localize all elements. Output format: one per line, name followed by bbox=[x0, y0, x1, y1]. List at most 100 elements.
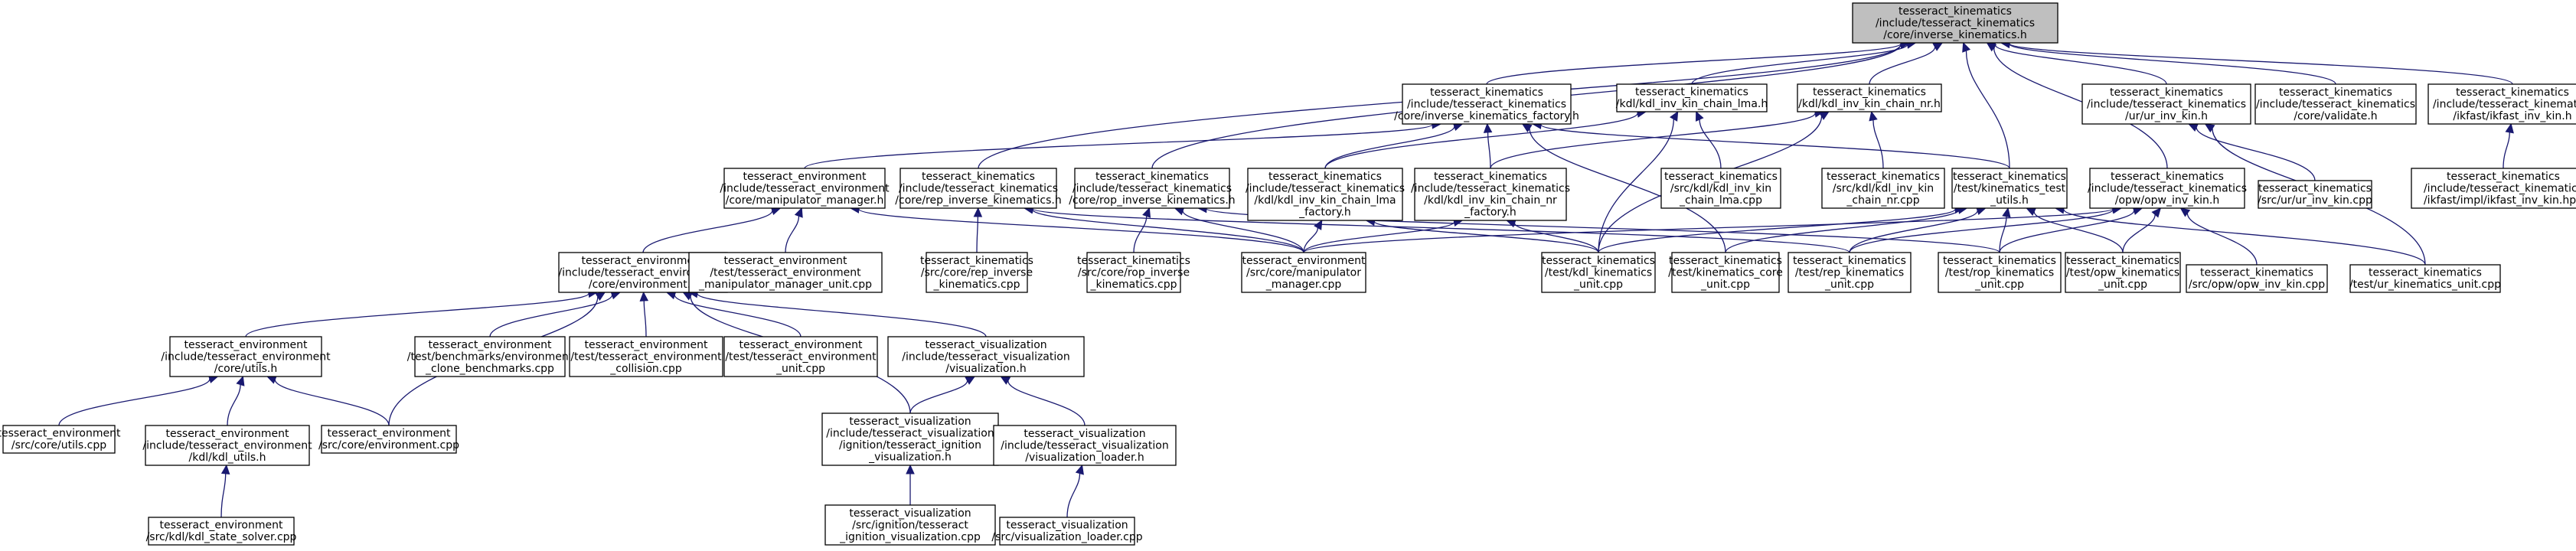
node-label-line: /include/tesseract_kinematics bbox=[1411, 183, 1570, 195]
node-label-line: tesseract_kinematics bbox=[920, 255, 1033, 267]
node-label-line: tesseract_kinematics bbox=[1669, 255, 1782, 267]
node-box bbox=[2427, 83, 2576, 125]
node-label-line: /src/core/manipulator bbox=[1246, 266, 1361, 279]
node-test_utils[interactable]: tesseract_kinematics/test/kinematics_tes… bbox=[1951, 168, 2068, 209]
node-label-line: /include/tesseract_visualization bbox=[826, 428, 994, 440]
node-rop_cpp[interactable]: tesseract_kinematics/src/core/rop_invers… bbox=[1077, 252, 1190, 293]
edge-lma_cpp-to-lma_h bbox=[1696, 110, 1722, 169]
edge-env_unit-to-env_h bbox=[665, 291, 802, 337]
node-ikfast_hpp[interactable]: tesseract_kinematics/include/tesseract_k… bbox=[2411, 168, 2576, 209]
node-label-line: _unit.cpp bbox=[1573, 279, 1623, 291]
node-box bbox=[723, 336, 878, 377]
node-label-line: /src/ur/ur_inv_kin.cpp bbox=[2258, 194, 2372, 207]
node-vis_h[interactable]: tesseract_visualization/include/tesserac… bbox=[887, 336, 1085, 377]
node-label-line: tesseract_kinematics bbox=[1268, 171, 1382, 183]
node-kdl_utils_h[interactable]: tesseract_environment/include/tesseract_… bbox=[142, 425, 312, 466]
node-label-line: /test/kinematics_test bbox=[1954, 182, 2066, 194]
node-lma_h[interactable]: tesseract_kinematics/kdl/kdl_inv_kin_cha… bbox=[1616, 83, 1768, 112]
node-label-line: /kdl/kdl_inv_kin_chain_lma bbox=[1254, 194, 1396, 207]
node-ikf[interactable]: tesseract_kinematics/include/tesseract_k… bbox=[1394, 83, 1579, 125]
node-manip_h[interactable]: tesseract_environment/include/tesseract_… bbox=[720, 168, 890, 209]
node-label-line: /core/rep_inverse_kinematics.h bbox=[895, 194, 1061, 207]
node-label-line: tesseract_environment bbox=[184, 339, 308, 351]
node-box bbox=[1074, 168, 1230, 209]
node-collision_cpp[interactable]: tesseract_environment/test/tesseract_env… bbox=[569, 336, 723, 377]
node-label-line: tesseract_environment bbox=[0, 428, 121, 440]
node-box bbox=[2081, 83, 2251, 125]
node-rep_h[interactable]: tesseract_kinematics/include/tesseract_k… bbox=[895, 168, 1062, 209]
node-label-line: _kinematics.cpp bbox=[933, 279, 1020, 291]
node-ur_unit[interactable]: tesseract_kinematics/test/ur_kinematics_… bbox=[2349, 264, 2501, 293]
edge-rep_cpp-to-rep_h bbox=[973, 207, 983, 253]
node-label-line: /src/core/utils.cpp bbox=[11, 439, 106, 452]
node-root[interactable]: tesseract_kinematics/include/tesseract_k… bbox=[1852, 2, 2059, 44]
node-box bbox=[1541, 252, 1656, 293]
node-label-line: tesseract_kinematics bbox=[1077, 255, 1190, 267]
node-env_cpp[interactable]: tesseract_environment/src/core/environme… bbox=[318, 425, 459, 454]
edge-opw_cpp-to-opw_h bbox=[2179, 207, 2258, 266]
edge-vis_h-to-env_h bbox=[687, 289, 987, 337]
edge-opw_unit-to-opw_h bbox=[2122, 207, 2162, 253]
node-label-line: tesseract_environment bbox=[585, 339, 708, 351]
node-ikfast_h[interactable]: tesseract_kinematics/include/tesseract_k… bbox=[2427, 83, 2576, 125]
node-box bbox=[2349, 264, 2501, 293]
node-label-line: /src/kdl/kdl_state_solver.cpp bbox=[146, 531, 297, 543]
node-label-line: /include/tesseract_kinematics bbox=[1876, 17, 2035, 29]
node-rop_unit[interactable]: tesseract_kinematics/test/rop_kinematics… bbox=[1938, 252, 2062, 293]
node-label-line: _manipulator_manager_unit.cpp bbox=[698, 279, 872, 291]
node-vis_loader_h[interactable]: tesseract_visualization/include/tesserac… bbox=[993, 425, 1177, 466]
node-utils_cpp[interactable]: tesseract_environment/src/core/utils.cpp bbox=[0, 425, 121, 454]
node-label-line: /core/manipulator_manager.h bbox=[726, 194, 884, 207]
node-label-line: tesseract_visualization bbox=[849, 507, 971, 520]
node-label-line: /ikfast/impl/ikfast_inv_kin.hpp bbox=[2424, 194, 2576, 207]
node-label-line: tesseract_kinematics bbox=[1943, 255, 2056, 267]
node-vis_loader_cpp[interactable]: tesseract_visualization/src/visualizatio… bbox=[991, 517, 1143, 546]
node-core_unit[interactable]: tesseract_kinematics/test/kinematics_cor… bbox=[1668, 252, 1783, 293]
node-ign_h[interactable]: tesseract_visualization/include/tesserac… bbox=[821, 412, 999, 466]
node-manip_cpp[interactable]: tesseract_environment/src/core/manipulat… bbox=[1241, 252, 1366, 293]
node-opw_unit[interactable]: tesseract_kinematics/test/opw_kinematics… bbox=[2065, 252, 2181, 293]
node-label-line: /core/utils.h bbox=[214, 363, 278, 375]
node-label-line: tesseract_kinematics bbox=[2258, 183, 2372, 195]
node-label-line: /ur/ur_inv_kin.h bbox=[2125, 110, 2208, 122]
node-lma_factory[interactable]: tesseract_kinematics/include/tesseract_k… bbox=[1246, 168, 1405, 221]
node-label-line: /include/tesseract_kinematics bbox=[1073, 182, 1232, 194]
node-label-line: /include/tesseract_kinematics bbox=[1246, 183, 1405, 195]
node-ur_h[interactable]: tesseract_kinematics/include/tesseract_k… bbox=[2081, 83, 2251, 125]
node-label-line: /opw/opw_inv_kin.h bbox=[2115, 194, 2219, 207]
node-label-line: /kdl/kdl_inv_kin_chain_lma.h bbox=[1616, 98, 1768, 110]
node-lma_cpp[interactable]: tesseract_kinematics/src/kdl/kdl_inv_kin… bbox=[1660, 168, 1781, 209]
node-validate[interactable]: tesseract_kinematics/include/tesseract_k… bbox=[2254, 83, 2417, 125]
node-label-line: /include/tesseract_kinematics bbox=[899, 182, 1058, 194]
node-clone_bench[interactable]: tesseract_environment/test/benchmarks/en… bbox=[407, 336, 573, 377]
node-state_solver[interactable]: tesseract_environment/src/kdl/kdl_state_… bbox=[146, 517, 297, 546]
node-nr_factory[interactable]: tesseract_kinematics/include/tesseract_k… bbox=[1411, 168, 1570, 221]
node-utils_h[interactable]: tesseract_environment/include/tesseract_… bbox=[161, 336, 331, 377]
node-label-line: _factory.h bbox=[1464, 207, 1517, 219]
node-opw_h[interactable]: tesseract_kinematics/include/tesseract_k… bbox=[2088, 168, 2247, 209]
node-rop_h[interactable]: tesseract_kinematics/include/tesseract_k… bbox=[1069, 168, 1236, 209]
node-kdl_unit[interactable]: tesseract_kinematics/test/kdl_kinematics… bbox=[1541, 252, 1656, 293]
node-label-line: _unit.cpp bbox=[1824, 279, 1874, 291]
node-nr_h[interactable]: tesseract_kinematics/kdl/kdl_inv_kin_cha… bbox=[1797, 83, 1942, 112]
node-label-line: tesseract_kinematics bbox=[1430, 86, 1543, 99]
edge-env_h-to-manip_h bbox=[642, 207, 782, 253]
node-rep_cpp[interactable]: tesseract_kinematics/src/core/rep_invers… bbox=[920, 252, 1033, 293]
node-env_unit[interactable]: tesseract_environment/test/tesseract_env… bbox=[723, 336, 878, 377]
node-label-line: tesseract_environment bbox=[160, 520, 283, 532]
edge-ign_cpp-to-ign_h bbox=[906, 464, 915, 505]
node-label-line: /test/rop_kinematics bbox=[1945, 266, 2054, 279]
node-ign_cpp[interactable]: tesseract_visualization/src/ignition/tes… bbox=[824, 504, 996, 546]
node-nr_cpp[interactable]: tesseract_kinematics/src/kdl/kdl_inv_kin… bbox=[1821, 168, 1945, 209]
node-label-line: tesseract_kinematics bbox=[2369, 267, 2482, 279]
node-ur_cpp[interactable]: tesseract_kinematics/src/ur/ur_inv_kin.c… bbox=[2258, 180, 2372, 209]
node-opw_cpp[interactable]: tesseract_kinematics/src/opw/opw_inv_kin… bbox=[2186, 264, 2328, 293]
edge-ign_h-to-vis_h bbox=[909, 376, 976, 414]
node-label-line: /ignition/tesseract_ignition bbox=[839, 439, 981, 452]
node-box bbox=[1241, 252, 1366, 293]
node-box bbox=[926, 252, 1028, 293]
node-box bbox=[414, 336, 566, 377]
node-rep_unit[interactable]: tesseract_kinematics/test/rep_kinematics… bbox=[1788, 252, 1912, 293]
node-manip_unit[interactable]: tesseract_environment/test/tesseract_env… bbox=[688, 252, 883, 293]
